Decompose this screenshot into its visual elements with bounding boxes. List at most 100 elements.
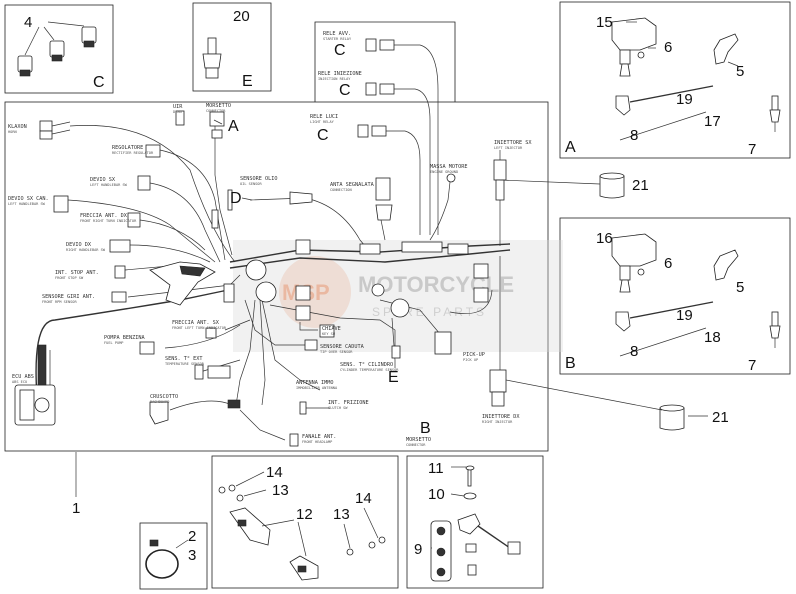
label-cruscotto-sub: DASHBOARD bbox=[150, 400, 169, 404]
label-sens-t-ext: SENS. T° EXT bbox=[165, 356, 202, 362]
letter-a-box: A bbox=[565, 139, 576, 156]
callout-8-a: 8 bbox=[630, 127, 638, 144]
callout-5-a: 5 bbox=[736, 63, 744, 80]
label-iniettore-dx: INIETTORE DX bbox=[482, 414, 520, 420]
label-klaxon-sub: HORN bbox=[8, 130, 17, 134]
letter-b-box: B bbox=[565, 355, 576, 372]
relays bbox=[357, 38, 439, 235]
label-uir-sub: DIAG bbox=[173, 110, 182, 114]
callout-19-a: 19 bbox=[676, 91, 693, 108]
label-devio-sx-sub: LEFT HANDLEBAR SW bbox=[90, 183, 128, 187]
box-clips bbox=[211, 455, 399, 589]
label-pompa-benzina: POMPA BENZINA bbox=[104, 335, 145, 341]
label-anta-segnalata: ANTA SEGNALATA bbox=[330, 182, 375, 188]
label-sens-t-ext-sub: TEMPERATURE SENSOR bbox=[165, 362, 205, 366]
oil-pressure-switch bbox=[202, 37, 222, 79]
label-massa-motore: MASSA MOTORE bbox=[430, 164, 467, 170]
label-regolatore: REGOLATORE bbox=[112, 145, 143, 151]
box-switches bbox=[4, 4, 114, 94]
switch-connectors bbox=[17, 21, 97, 77]
callout-14-b: 14 bbox=[355, 490, 372, 507]
label-uir: UIR bbox=[173, 104, 183, 110]
label-chiave-sub: KEY SW bbox=[322, 332, 336, 336]
cable-strap bbox=[145, 539, 189, 579]
callout-20: 20 bbox=[233, 8, 250, 25]
label-antenna-immo: ANTENNA IMMO bbox=[296, 380, 333, 386]
label-int-frizione: INT. FRIZIONE bbox=[328, 400, 369, 406]
watermark: MSP MOTORCYCLE SPARE PARTS bbox=[233, 240, 563, 352]
watermark-sub-text: SPARE PARTS bbox=[372, 305, 487, 319]
label-freccia-ant-dx-sub: FRONT RIGHT TURN INDICATOR bbox=[80, 219, 137, 223]
label-devio-dx: DEVIO DX bbox=[66, 242, 92, 248]
label-fanale-ant-sub: FRONT HEADLAMP bbox=[302, 440, 332, 444]
label-regolatore-sub: RECTIFIER REGULATOR bbox=[112, 151, 154, 155]
label-freccia-ant-sx: FRECCIA ANT. SX bbox=[172, 320, 220, 326]
label-int-frizione-sub: CLUTCH SW bbox=[328, 406, 348, 410]
label-pick-up: PICK-UP bbox=[463, 352, 485, 358]
letter-e-main: E bbox=[388, 369, 399, 386]
callout-12: 12 bbox=[296, 506, 313, 523]
callout-19-b: 19 bbox=[676, 307, 693, 324]
letter-c-box: C bbox=[93, 74, 105, 91]
label-massa-motore-sub: ENGINE GROUND bbox=[430, 170, 458, 174]
ignition-coil-b bbox=[611, 233, 781, 357]
label-int-stop-ant: INT. STOP ANT. bbox=[55, 270, 99, 276]
label-sens-t-cilindro-sub: CYLINDER TEMPERATURE SENSOR bbox=[340, 368, 399, 372]
label-pompa-benzina-sub: FUEL PUMP bbox=[104, 341, 123, 345]
callout-21-top: 21 bbox=[632, 177, 649, 194]
label-int-stop-ant-sub: FRONT STOP SW bbox=[55, 276, 84, 280]
label-rele-iniezione-sub: INJECTION RELAY bbox=[318, 77, 351, 81]
label-devio-sx-can: DEVIO SX CAN. bbox=[8, 196, 49, 202]
label-pick-up-sub: PICK UP bbox=[463, 358, 478, 362]
ignition-coil-a bbox=[611, 17, 781, 141]
callout-5-b: 5 bbox=[736, 279, 744, 296]
callout-14-a: 14 bbox=[266, 464, 283, 481]
callout-17: 17 bbox=[704, 113, 721, 130]
label-devio-dx-sub: RIGHT HANDLEBAR SW bbox=[66, 248, 106, 252]
callout-1: 1 bbox=[72, 500, 80, 517]
callout-3: 3 bbox=[188, 547, 196, 564]
label-iniettore-sx-sub: LEFT INJECTOR bbox=[494, 146, 523, 150]
callout-15: 15 bbox=[596, 14, 613, 31]
label-devio-sx: DEVIO SX bbox=[90, 177, 116, 183]
letter-d-main: D bbox=[230, 190, 242, 207]
callout-16: 16 bbox=[596, 230, 613, 247]
callout-2: 2 bbox=[188, 528, 196, 545]
label-rele-avv-sub: STARTER RELAY bbox=[323, 37, 352, 41]
label-ecu-abs-sub: ABS ECU bbox=[12, 380, 27, 384]
label-morsetto-sub: CONNECTOR bbox=[206, 109, 226, 113]
letter-c-relay-1: C bbox=[334, 42, 346, 59]
label-cruscotto: CRUSCOTTO bbox=[150, 394, 178, 400]
label-rele-luci-sub: LIGHT RELAY bbox=[310, 120, 335, 124]
label-fanale-ant: FANALE ANT. bbox=[302, 434, 336, 440]
label-morsetto: MORSETTO bbox=[206, 103, 231, 109]
letter-e-box: E bbox=[242, 73, 253, 90]
box-relays bbox=[314, 21, 456, 102]
label-devio-sx-can-sub: LEFT HANDLEBAR SW bbox=[8, 202, 46, 206]
label-sens-t-cilindro: SENS. T° CILINDRO bbox=[340, 362, 393, 368]
label-sensore-caduta: SENSORE CADUTA bbox=[320, 344, 365, 350]
label-sensore-giri-ant: SENSORE GIRI ANT. bbox=[42, 294, 95, 300]
label-rele-iniezione: RELE INIEZIONE bbox=[318, 71, 362, 77]
label-antenna-immo-sub: IMMOBILIZER ANTENNA bbox=[296, 386, 338, 390]
callout-13-b: 13 bbox=[333, 506, 350, 523]
label-klaxon: KLAXON bbox=[8, 124, 27, 130]
callout-4: 4 bbox=[24, 14, 32, 31]
box-pressure-switch bbox=[192, 2, 272, 92]
callout-11: 11 bbox=[428, 460, 444, 477]
box-ignition-coil-a bbox=[559, 1, 791, 159]
callout-13-a: 13 bbox=[272, 482, 289, 499]
label-sensore-olio-sub: OIL SENSOR bbox=[240, 182, 262, 186]
rubber-cap-top bbox=[499, 172, 625, 199]
callout-7-a: 7 bbox=[748, 141, 756, 158]
letter-c-relay-2: C bbox=[339, 82, 351, 99]
callout-9: 9 bbox=[414, 541, 422, 558]
label-freccia-ant-sx-sub: FRONT LEFT TURN INDICATOR bbox=[172, 326, 227, 330]
label-sensore-caduta-sub: TIP OVER SENSOR bbox=[320, 350, 353, 354]
callout-21-bottom: 21 bbox=[712, 409, 729, 426]
label-chiave: CHIAVE bbox=[322, 326, 341, 332]
letter-a-main: A bbox=[228, 118, 239, 135]
label-ecu-abs: ECU ABS bbox=[12, 374, 34, 380]
label-rele-avv: RELE AVV. bbox=[323, 31, 351, 37]
